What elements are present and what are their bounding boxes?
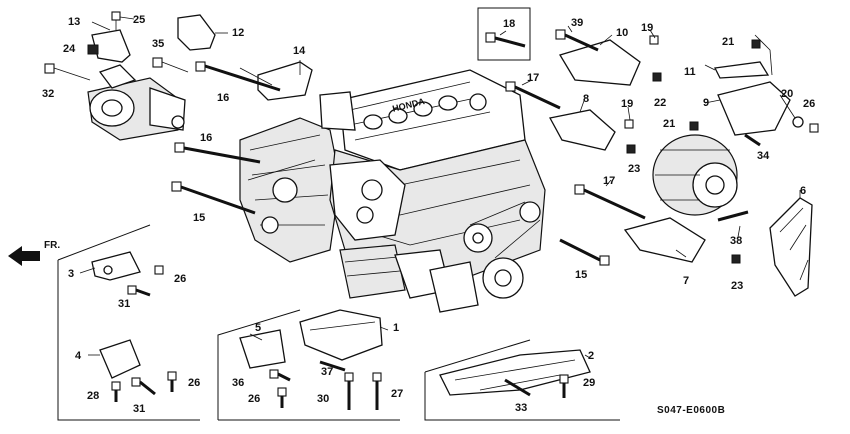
callout-28: 28 (87, 390, 100, 402)
washer-20 (792, 116, 804, 128)
bracket-10 (555, 29, 662, 86)
callout-33: 33 (515, 402, 528, 414)
callout-22: 22 (654, 97, 667, 109)
starter-motor (87, 64, 186, 141)
bracket-2 (439, 349, 591, 398)
bolt-34 (744, 133, 761, 147)
callout-3: 3 (68, 268, 75, 280)
callout-29: 29 (583, 377, 596, 389)
callout-9: 9 (703, 97, 710, 109)
callout-21: 21 (663, 118, 676, 130)
callout-16-top: 16 (217, 92, 230, 104)
bracket-9 (717, 81, 791, 136)
box-middle (217, 309, 400, 421)
nut-21-top (751, 39, 761, 49)
callout-5: 5 (255, 322, 262, 334)
callout-17-top: 17 (527, 72, 540, 84)
callout-26-right: 26 (803, 98, 816, 110)
callout-23: 23 (731, 280, 744, 292)
callout-12: 12 (232, 27, 245, 39)
bracket-8 (549, 109, 636, 154)
bracket-11 (714, 61, 770, 79)
callout-19: 19 (621, 98, 634, 110)
engine-assembly (239, 69, 546, 313)
nut-24 (87, 44, 99, 55)
callout-20: 20 (781, 88, 794, 100)
callout-17: 17 (603, 175, 616, 187)
bracket-7 (623, 217, 706, 263)
bracket-4 (99, 339, 177, 402)
box-right (424, 339, 620, 421)
bolt-17-lower (574, 184, 646, 220)
drive-belt-6 (769, 197, 813, 297)
bolt-38 (717, 210, 749, 222)
direction-label: FR. (44, 240, 61, 251)
callout-36: 36 (232, 377, 245, 389)
callout-15: 15 (193, 212, 206, 224)
callout-26-b: 26 (188, 377, 201, 389)
callout-21-top: 21 (722, 36, 735, 48)
callout-10: 10 (616, 27, 629, 39)
nut-21 (689, 121, 699, 131)
bolt-18 (485, 32, 526, 48)
callout-26-c: 26 (248, 393, 261, 405)
leader-lines (79, 16, 801, 359)
callout-11: 11 (684, 66, 696, 78)
callout-15-right: 15 (575, 269, 588, 281)
callout-13: 13 (68, 16, 81, 28)
bolt-17-top (505, 81, 561, 110)
bolt-15-right (559, 238, 610, 266)
callout-24: 24 (63, 43, 76, 55)
bolts-left (44, 11, 281, 215)
callout-23-top: 23 (628, 163, 641, 175)
callout-8: 8 (583, 93, 590, 105)
bracket-5 (239, 329, 291, 408)
callout-6: 6 (800, 185, 807, 197)
callout-18: 18 (503, 18, 516, 30)
callout-34: 34 (757, 150, 770, 162)
callout-31-a: 31 (118, 298, 131, 310)
callout-1: 1 (393, 322, 400, 334)
callout-2: 2 (588, 350, 595, 362)
callout-4: 4 (75, 350, 82, 362)
bracket-1 (299, 309, 383, 410)
alternator (652, 134, 738, 216)
callout-19-top: 19 (641, 22, 654, 34)
callout-16: 16 (200, 132, 213, 144)
callout-14: 14 (293, 45, 306, 57)
callout-32: 32 (42, 88, 55, 100)
bracket-14 (257, 61, 313, 101)
callout-30: 30 (317, 393, 330, 405)
callout-35: 35 (152, 38, 165, 50)
bolt-26-right (809, 123, 819, 133)
nut-23-lower (731, 254, 741, 264)
callout-27: 27 (391, 388, 404, 400)
diagram-code: S047-E0600B (657, 405, 726, 416)
callout-39: 39 (571, 17, 584, 29)
bolt-18-box (477, 7, 531, 61)
bracket-12 (177, 14, 216, 51)
callout-26-a: 26 (174, 273, 187, 285)
front-arrow-icon (8, 246, 40, 266)
callout-25: 25 (133, 14, 146, 26)
callout-37: 37 (321, 366, 334, 378)
box-left (57, 224, 200, 421)
callout-38: 38 (730, 235, 743, 247)
callout-7: 7 (683, 275, 690, 287)
callout-31-b: 31 (133, 403, 146, 415)
bracket-3 (91, 251, 164, 297)
